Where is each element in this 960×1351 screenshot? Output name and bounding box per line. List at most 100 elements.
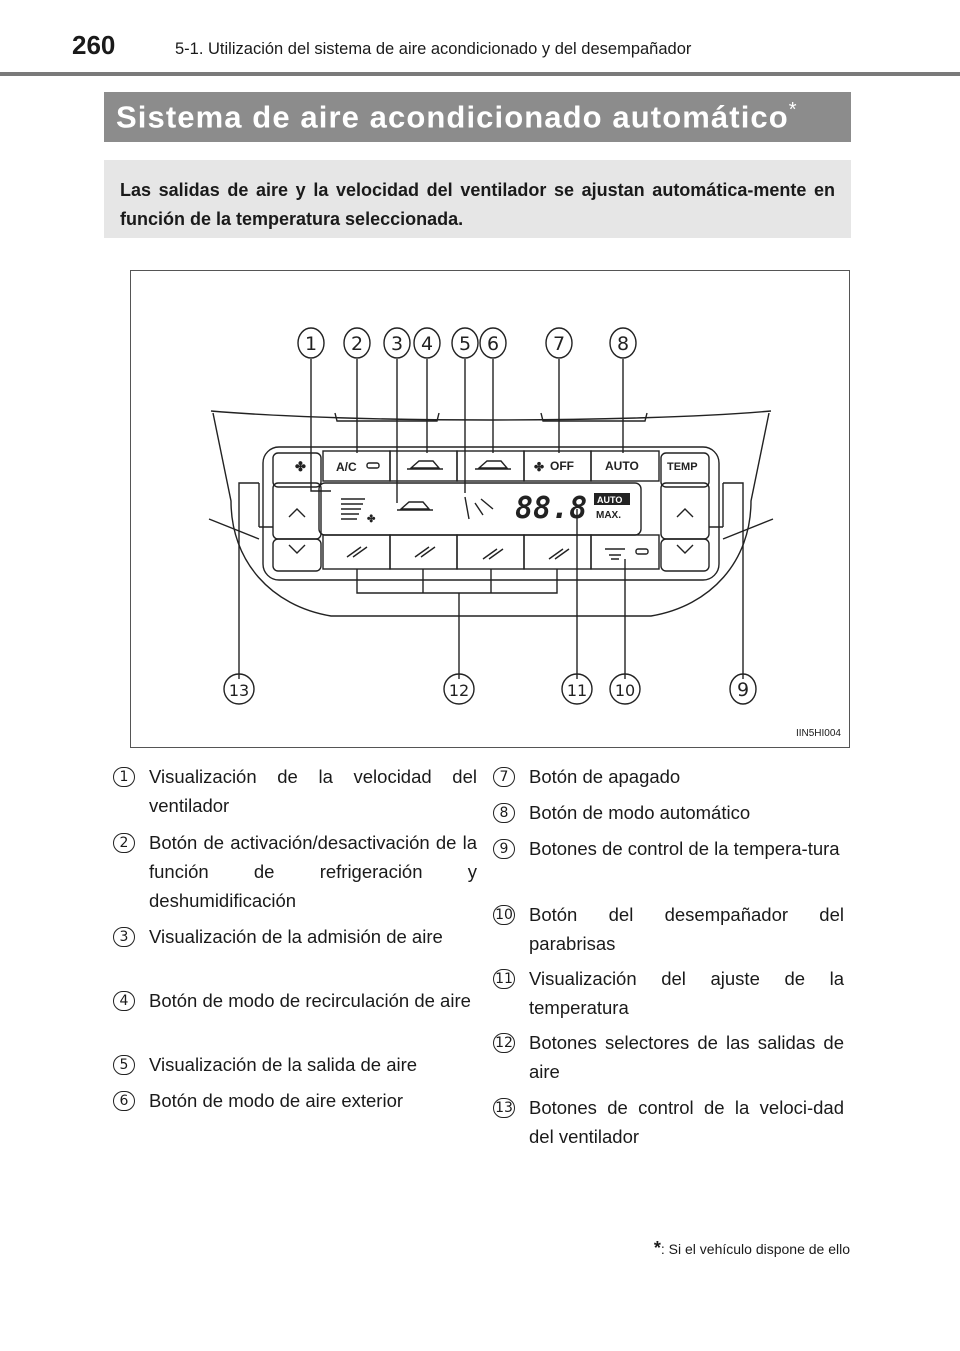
lcd-display <box>318 482 642 536</box>
recirculation-button <box>389 450 458 482</box>
legend-number: 7 <box>493 767 515 787</box>
legend-number: 3 <box>113 927 135 947</box>
legend-text: Visualización de la salida de aire <box>149 1054 418 1075</box>
chevron-up-icon <box>288 508 306 518</box>
dash-top-line <box>210 410 772 421</box>
callout-3 <box>383 327 411 359</box>
auto-label: AUTO <box>605 459 639 473</box>
footnote-text: : Si el vehículo dispone de ello <box>660 1241 850 1257</box>
legend-text: Botón de modo de recirculación de aire <box>149 990 471 1011</box>
chevron-down-icon <box>676 544 694 554</box>
legend-number: 10 <box>493 905 515 925</box>
bracket-left <box>334 412 440 422</box>
legend-text: Botón de modo de aire exterior <box>149 1090 404 1111</box>
temperature-display: 88.8 <box>515 491 587 526</box>
legend-item-13: 13 Botones de control de la veloci-dad d… <box>493 1093 844 1151</box>
ac-label: A/C <box>336 460 357 474</box>
callout-9 <box>729 673 757 705</box>
fan-display-icon: ✤ <box>367 514 376 525</box>
mode-feet-button <box>456 534 525 570</box>
page-header: 260 5-1. Utilización del sistema de aire… <box>0 0 960 80</box>
callout-4 <box>413 327 441 359</box>
legend-item-8: 8 Botón de modo automático <box>493 798 844 827</box>
dash-left-line <box>208 518 260 540</box>
fan-icon-cell <box>272 452 322 488</box>
callout-label-4: 4 <box>421 333 433 355</box>
temp-up-button <box>660 482 710 540</box>
title-footnote-mark: * <box>788 99 798 121</box>
chevron-down-icon <box>288 544 306 554</box>
callout-label-3: 3 <box>391 333 403 355</box>
callout-13 <box>223 673 255 705</box>
callout-5 <box>451 327 479 359</box>
callout-label-6: 6 <box>487 333 499 355</box>
callout-label-10: 10 <box>615 681 635 700</box>
outlet-display-icon <box>464 496 494 520</box>
section-title: Sistema de aire acondicionado automático… <box>116 99 798 135</box>
leader-13 <box>238 482 259 679</box>
legend-item-11: 11 Visualización del ajuste de la temper… <box>493 964 844 1022</box>
ac-indicator <box>366 462 380 469</box>
callout-1 <box>297 327 325 359</box>
legend-text: Visualización de la admisión de aire <box>149 926 443 947</box>
chevron-up-icon <box>676 508 694 518</box>
leader-1 <box>310 359 331 492</box>
legend-text: Botones de control de la tempera-tura <box>529 838 840 859</box>
page-number: 260 <box>72 30 116 60</box>
auto-indicator-box <box>594 493 630 505</box>
mode-bilevel-button <box>389 534 458 570</box>
section-title-bar: Sistema de aire acondicionado automático… <box>104 92 851 142</box>
legend-number: 6 <box>113 1091 135 1111</box>
windshield-defrost-icon <box>605 548 625 560</box>
auto-button <box>590 450 660 482</box>
callout-label-12: 12 <box>449 681 469 700</box>
legend-item-1: 1 Visualización de la velocidad del vent… <box>113 762 477 820</box>
legend-item-10: 10 Botón del desempañador del parabrisas <box>493 900 844 958</box>
panel-body <box>262 446 720 581</box>
leader-9 <box>723 482 744 679</box>
legend-item-6: 6 Botón de modo de aire exterior <box>113 1086 477 1115</box>
legend-text: Botón de apagado <box>529 766 681 787</box>
climate-panel-diagram: 1 2 3 4 5 6 7 8 9 10 11 12 13 A/C OFF AU… <box>208 327 774 705</box>
temp-label-cell <box>660 452 710 488</box>
section-title-text: Sistema de aire acondicionado automático <box>116 99 789 135</box>
footnote: *: Si el vehículo dispone de ello <box>654 1238 850 1259</box>
legend-text: Botón de activación/desactivación de la … <box>149 832 477 911</box>
legend-number: 1 <box>113 767 135 787</box>
callout-label-8: 8 <box>617 333 629 355</box>
fan-speed-display-icon <box>341 498 365 520</box>
callout-7 <box>545 327 573 359</box>
legend-text: Visualización del ajuste de la temperatu… <box>529 968 844 1018</box>
defroster-indicator <box>635 548 649 555</box>
fan-off-icon: ✤ <box>534 460 544 474</box>
callout-label-5: 5 <box>459 333 471 355</box>
callout-label-11: 11 <box>567 681 587 700</box>
legend-text: Botón del desempañador del parabrisas <box>529 904 844 954</box>
intake-display-icon <box>397 501 433 511</box>
bracket-right <box>540 412 648 422</box>
legend-item-2: 2 Botón de activación/desactivación de l… <box>113 828 477 915</box>
legend-number: 11 <box>493 969 515 989</box>
legend-item-7: 7 Botón de apagado <box>493 762 844 791</box>
chapter-title: 5-1. Utilización del sistema de aire aco… <box>175 40 692 58</box>
footnote-mark: * <box>653 1238 661 1258</box>
bilevel-vent-icon <box>414 546 436 558</box>
legend-number: 13 <box>493 1098 515 1118</box>
legend-number: 4 <box>113 991 135 1011</box>
legend-number: 12 <box>493 1033 515 1053</box>
face-vent-icon <box>346 546 368 558</box>
bracket-13 <box>258 483 273 528</box>
callout-2 <box>343 327 371 359</box>
callout-10 <box>609 673 641 705</box>
outside-air-icon <box>475 460 511 470</box>
dash-right-line <box>722 518 774 540</box>
callout-12 <box>443 673 475 705</box>
outside-air-button <box>456 450 525 482</box>
figure-code: IIN5HI004 <box>795 728 841 739</box>
callout-label-13: 13 <box>229 681 249 700</box>
off-label: OFF <box>550 459 574 473</box>
legend-item-12: 12 Botones selectores de las salidas de … <box>493 1028 844 1086</box>
callout-11 <box>561 673 593 705</box>
mode-face-button <box>322 534 391 570</box>
legend-text: Botón de modo automático <box>529 802 751 823</box>
